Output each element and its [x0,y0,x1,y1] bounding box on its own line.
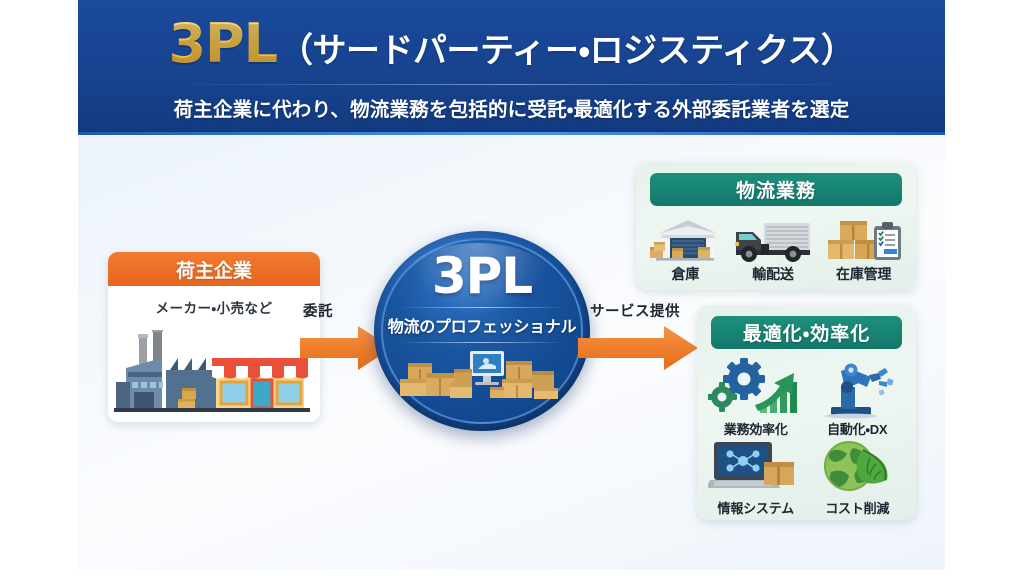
page-title-japanese: （サードパーティー・ロジスティクス） [279,32,855,70]
truck-icon [734,223,810,262]
service-provision-arrow-icon [578,326,698,370]
consignment-arrow-icon [300,326,392,370]
optimization-efficiency-panel: 最適化・効率化 [697,305,916,520]
core-rule-bottom [398,342,566,343]
tile-label: 在庫管理 [836,266,892,282]
page-title: 3PL [168,12,278,75]
tile-transport[interactable]: 輸配送 [731,216,815,284]
shipper-card-subtitle: メーカー・小売など [155,301,273,316]
core-rule-top [398,307,566,308]
arrow-label-consignment: 委託 [303,304,333,320]
cardboard-boxes-and-monitor-illustration [400,351,558,399]
tile-cost-reduction[interactable]: コスト削減 [813,438,901,517]
optimization-efficiency-tiles: 業務効率化 [705,357,908,516]
tile-efficiency[interactable]: 業務効率化 [707,357,804,438]
factory-and-store-illustration [114,330,310,412]
core-title: 3PL [431,247,533,305]
optimization-efficiency-header: 最適化・効率化 [711,316,902,349]
shipper-card-header: 荷主企業 [108,252,320,286]
tile-label: 情報システム [717,501,795,516]
inventory-clipboard-icon [827,221,901,260]
header-description: 荷主企業に代わり、物流業務を包括的に受託・最適化する外部委託業者を選定 [173,99,850,121]
slide-header: 3PL （サードパーティー・ロジスティクス） 荷主企業に代わり、物流業務を包括的… [78,0,945,135]
warehouse-icon [650,220,717,261]
core-3pl-circle: 3PL 物流のプロフェッショナル [374,231,590,431]
logistics-operations-tiles: 倉庫 輸配送 [644,214,908,284]
shipper-company-card: 荷主企業 メーカー・小売など [108,252,320,422]
tile-information-system[interactable]: 情報システム [707,438,804,517]
robot-arm-icon [825,363,894,419]
arrow-label-service-provision: サービス提供 [590,304,680,320]
tile-warehouse[interactable]: 倉庫 [648,216,722,284]
tile-automation-dx[interactable]: 自動化・DX [815,357,899,438]
gears-growth-chart-icon [707,358,797,413]
tile-label: 自動化・DX [827,422,888,437]
logistics-operations-header: 物流業務 [650,173,902,206]
tile-label: 業務効率化 [723,422,788,437]
slide-canvas: 3PL （サードパーティー・ロジスティクス） 荷主企業に代わり、物流業務を包括的… [78,0,945,570]
header-divider [166,84,857,85]
logistics-operations-panel: 物流業務 [636,162,916,290]
tile-label: コスト削減 [825,501,890,516]
tile-inventory[interactable]: 在庫管理 [824,216,904,284]
header-title-row: 3PL （サードパーティー・ロジスティクス） [78,12,945,75]
core-caption: 物流のプロフェッショナル [387,319,577,336]
tile-label: 輸配送 [752,266,794,282]
globe-leaf-icon [824,441,888,491]
laptop-package-icon [707,442,794,488]
tile-label: 倉庫 [671,266,700,282]
